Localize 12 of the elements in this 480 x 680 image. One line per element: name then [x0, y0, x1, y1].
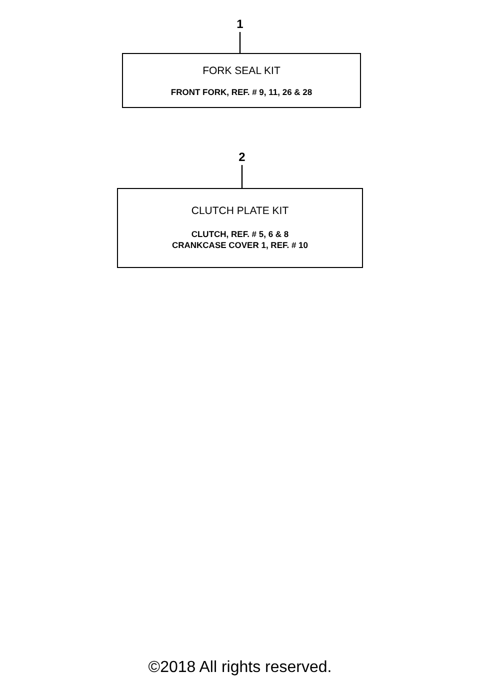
kit-description: FRONT FORK, REF. # 9, 11, 26 & 28: [170, 87, 312, 98]
kit-title: CLUTCH PLATE KIT: [191, 205, 289, 217]
leader-line: [239, 32, 241, 53]
callout-number: 1: [230, 18, 250, 32]
copyright-note: ©2018 All rights reserved.: [148, 658, 332, 678]
kit-description: CRANKCASE COVER 1, REF. # 10: [172, 240, 308, 251]
kit-title: FORK SEAL KIT: [202, 65, 280, 77]
kit-box: [117, 188, 363, 268]
kit-description: CLUTCH, REF. # 5, 6 & 8: [191, 229, 289, 240]
kit-box: [122, 53, 361, 108]
leader-line: [241, 165, 243, 188]
callout-number: 2: [232, 151, 252, 165]
